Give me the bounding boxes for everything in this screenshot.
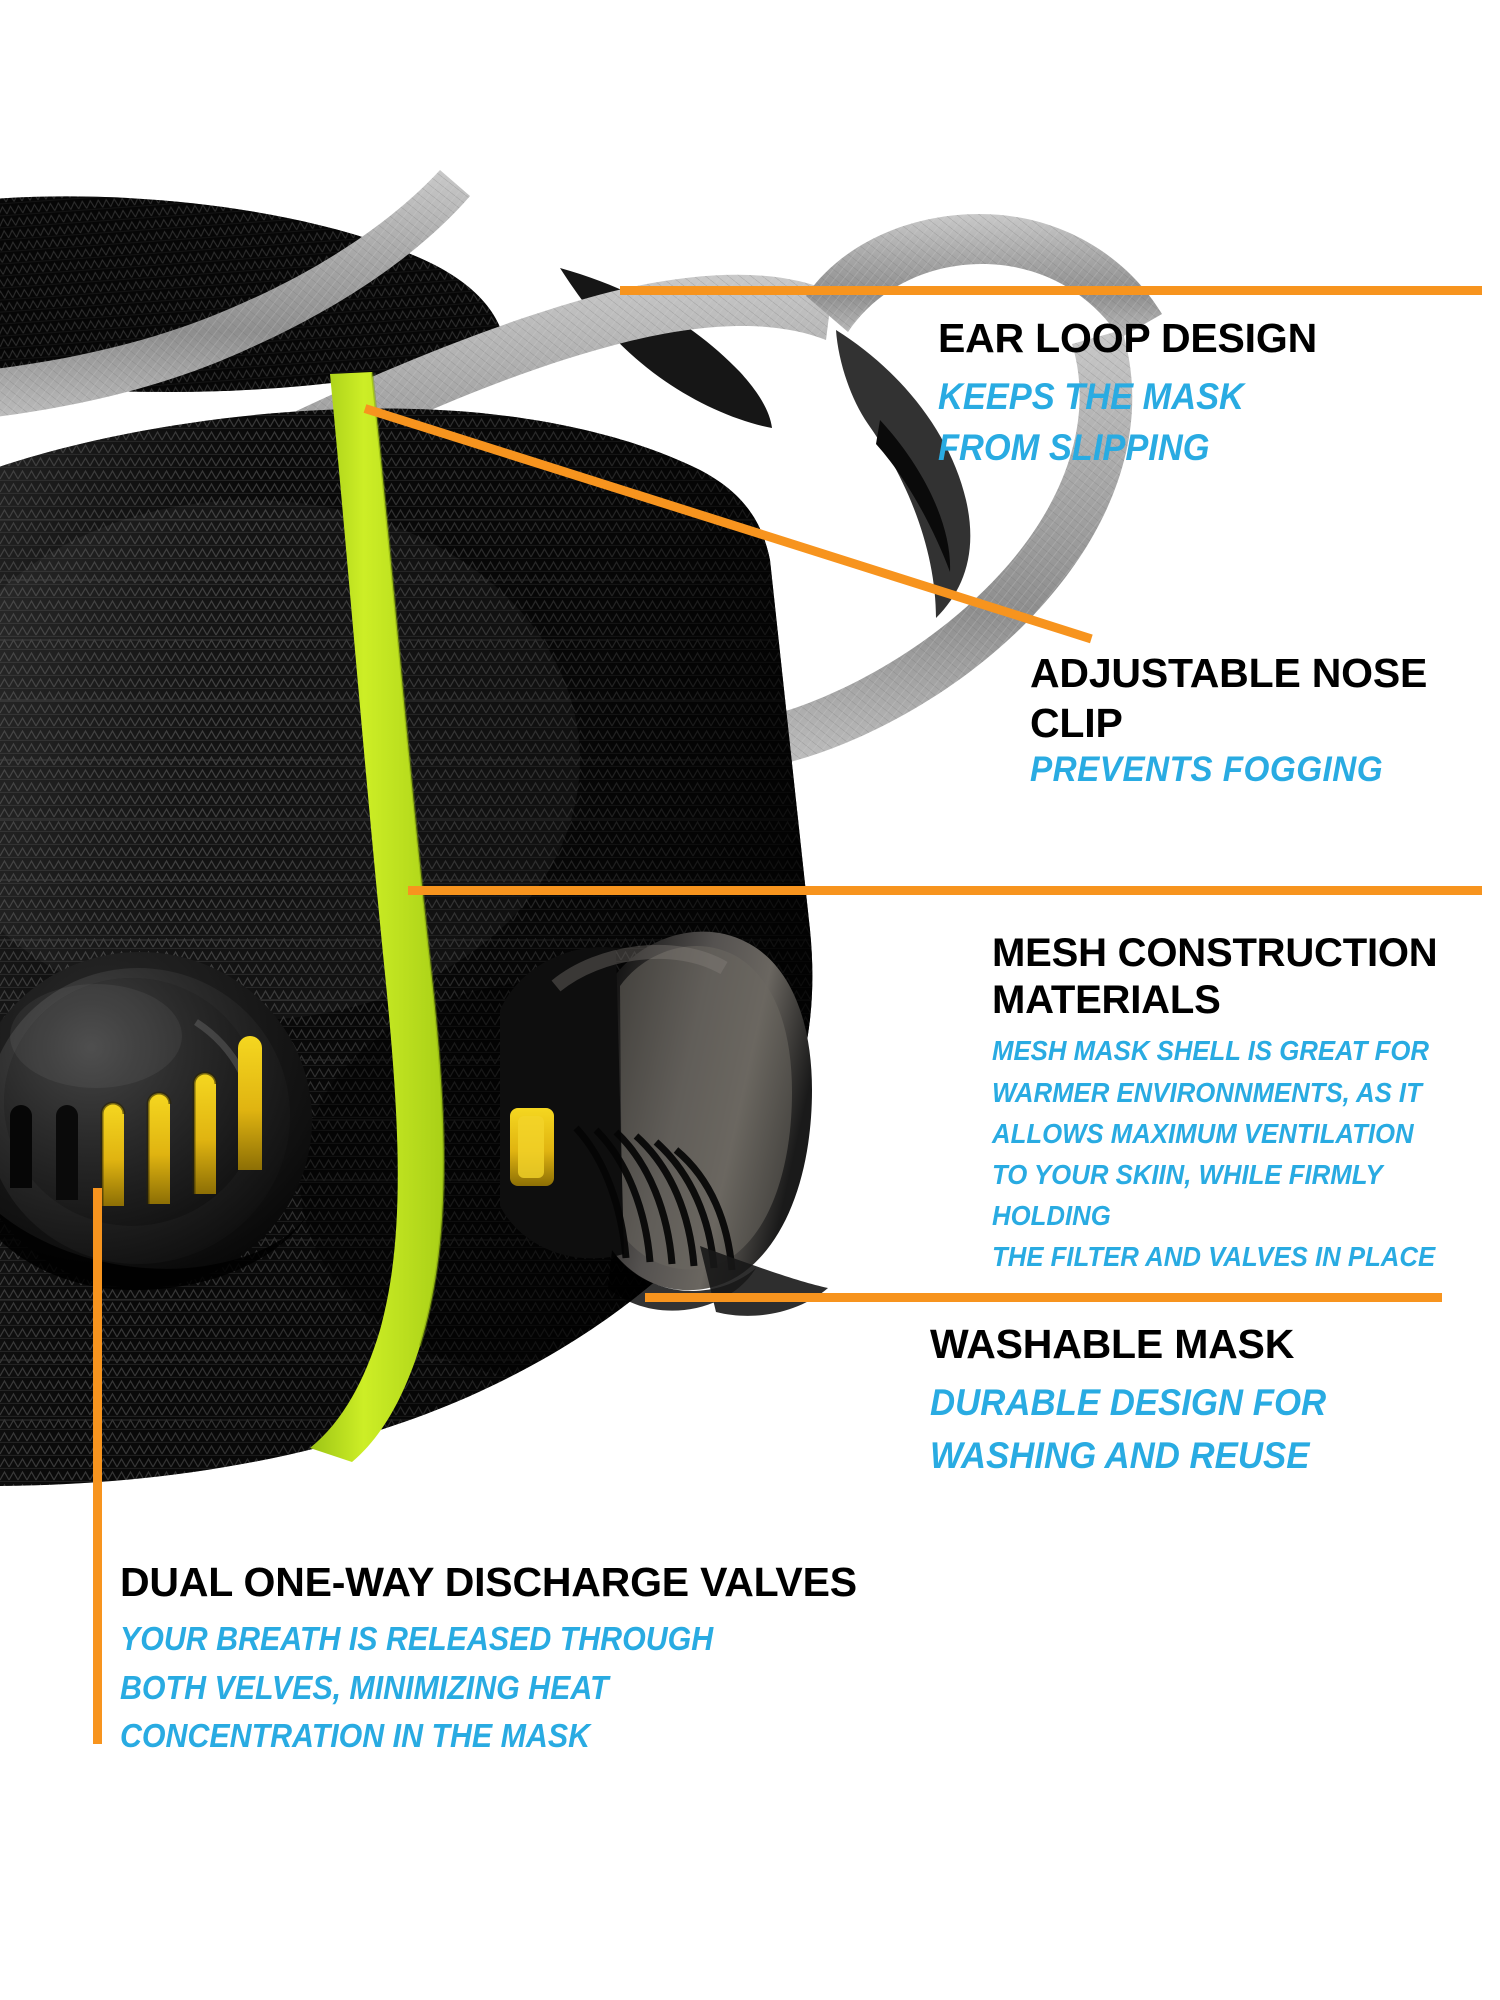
callout-body-line: KEEPS THE MASK xyxy=(938,376,1244,418)
callout-body-line: DURABLE DESIGN FOR xyxy=(930,1382,1327,1424)
callout-title-ear-loop-design: EAR LOOP DESIGN xyxy=(938,315,1317,361)
callout-title-adjustable-nose-clip: ADJUSTABLE NOSE CLIP xyxy=(1030,650,1428,747)
callout-title-washable-mask: WASHABLE MASK xyxy=(930,1321,1295,1367)
callout-body-dual-one-way-discharge-valves: YOUR BREATH IS RELEASED THROUGH BOTH VEL… xyxy=(120,1615,948,1761)
callout-body-line: THE FILTER AND VALVES IN PLACE xyxy=(992,1241,1436,1273)
leader-line-ear-loop xyxy=(620,286,1482,295)
callout-body-line: WARMER ENVIRONNMENTS, AS IT xyxy=(992,1076,1422,1108)
callout-dual-one-way-discharge-valves: DUAL ONE-WAY DISCHARGE VALVES YOUR BREAT… xyxy=(120,1558,1020,1761)
discharge-valve-left xyxy=(0,952,316,1291)
valve-vent-slots xyxy=(10,1036,262,1206)
leader-line-valves xyxy=(93,1188,102,1744)
leader-line-mesh xyxy=(408,886,1482,895)
callout-washable-mask: WASHABLE MASK DURABLE DESIGN FOR WASHING… xyxy=(930,1320,1430,1482)
leader-line-washable xyxy=(645,1293,1442,1302)
callout-title-dual-one-way-discharge-valves: DUAL ONE-WAY DISCHARGE VALVES xyxy=(120,1559,857,1605)
callout-title-mesh-construction-materials: MESH CONSTRUCTION MATERIALS xyxy=(992,931,1438,1023)
callout-mesh-construction-materials: MESH CONSTRUCTION MATERIALS MESH MASK SH… xyxy=(992,930,1492,1277)
callout-body-mesh-construction-materials: MESH MASK SHELL IS GREAT FOR WARMER ENVI… xyxy=(992,1030,1452,1277)
callout-body-line: FROM SLIPPING xyxy=(938,427,1210,469)
callout-body-line: CONCENTRATION IN THE MASK xyxy=(120,1717,591,1755)
callout-body-ear-loop-design: KEEPS THE MASK FROM SLIPPING xyxy=(938,371,1422,473)
callout-body-line: TO YOUR SKIIN, WHILE FIRMLY HOLDING xyxy=(992,1158,1383,1231)
callout-adjustable-nose-clip: ADJUSTABLE NOSE CLIP PREVENTS FOGGING xyxy=(1030,648,1500,790)
callout-body-adjustable-nose-clip: PREVENTS FOGGING xyxy=(1030,750,1477,790)
mask-seam-stripe xyxy=(310,372,444,1462)
callout-body-line: WASHING AND REUSE xyxy=(930,1434,1310,1476)
callout-body-line: MESH MASK SHELL IS GREAT FOR xyxy=(992,1035,1429,1067)
callout-body-washable-mask: DURABLE DESIGN FOR WASHING AND REUSE xyxy=(930,1377,1400,1482)
discharge-valve-right xyxy=(500,931,812,1311)
callout-body-line: BOTH VELVES, MINIMIZING HEAT xyxy=(120,1668,609,1706)
callout-body-line: YOUR BREATH IS RELEASED THROUGH xyxy=(120,1620,714,1658)
callout-body-line: PREVENTS FOGGING xyxy=(1030,750,1384,790)
callout-body-line: ALLOWS MAXIMUM VENTILATION xyxy=(992,1117,1414,1149)
callout-ear-loop-design: EAR LOOP DESIGN KEEPS THE MASK FROM SLIP… xyxy=(938,314,1458,473)
